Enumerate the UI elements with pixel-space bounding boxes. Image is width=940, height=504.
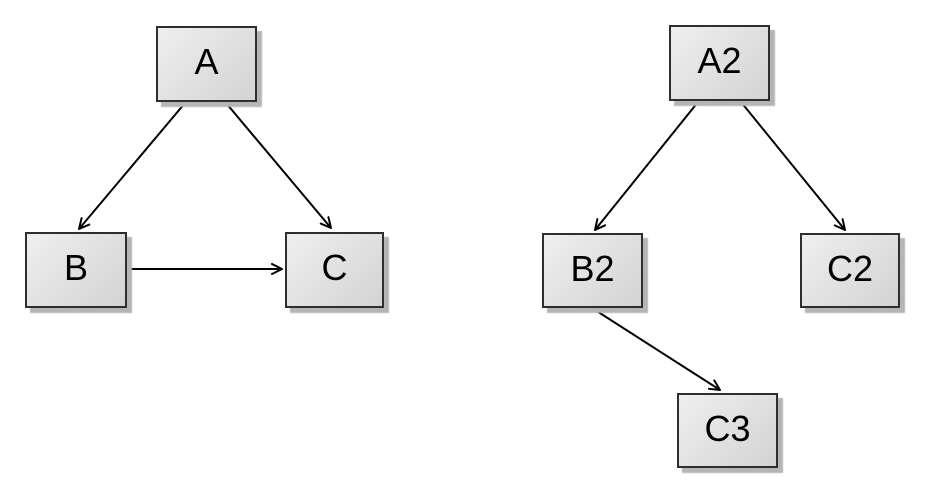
node-B[interactable]: B [25,232,127,308]
edge-A2-B2[interactable] [594,101,699,231]
node-C2[interactable]: C2 [800,233,900,308]
edge-B2-C3[interactable] [591,307,721,391]
edge-A-C[interactable] [225,102,332,229]
node-C3[interactable]: C3 [677,393,778,468]
node-label-C3: C3 [704,407,751,449]
node-label-B: B [63,247,88,288]
node-B2[interactable]: B2 [542,233,643,308]
node-label-A: A [194,41,219,82]
node-label-A2: A2 [697,40,742,81]
node-label-B2: B2 [570,247,615,289]
node-A[interactable]: A [156,26,257,102]
node-label-C2: C2 [826,247,874,289]
node-A2[interactable]: A2 [669,25,770,101]
node-label-C: C [321,247,348,288]
edge-A-B[interactable] [78,102,186,230]
node-C[interactable]: C [285,232,384,308]
edge-A2-C2[interactable] [740,101,846,231]
